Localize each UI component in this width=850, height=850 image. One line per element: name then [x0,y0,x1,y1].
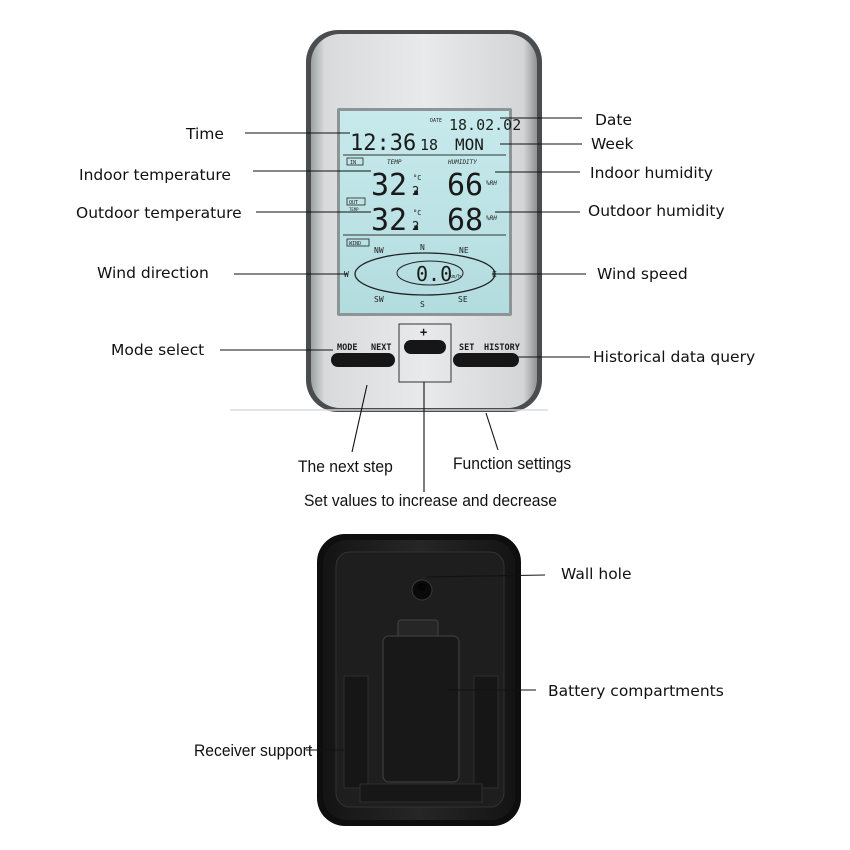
lcd-outdoor-temp-decimal: 2 [412,219,419,233]
leader-wall-hole [426,574,546,578]
label-battery-compartments: Battery compartments [548,682,724,700]
receiver-support-left [343,675,369,789]
wall-hole-slot [418,583,426,591]
label-week: Week [591,135,634,153]
label-indoor-temperature: Indoor temperature [79,166,231,184]
compass-ne: NE [459,246,469,255]
label-function-settings: Function settings [453,454,572,473]
lcd-indoor-humidity-unit: %RH [486,180,497,187]
label-time: Time [186,125,224,143]
label-set-values: Set values to increase and decrease [304,491,558,510]
set-button-label: SET [459,343,474,353]
device-back [317,534,521,826]
label-date: Date [595,111,633,129]
compass-sw: SW [374,295,384,304]
label-receiver-support: Receiver support [194,741,313,760]
out-tag: OUT [349,200,358,206]
receiver-support-right [473,675,499,789]
set-history-button[interactable] [453,353,519,367]
label-wind-speed: Wind speed [597,265,688,283]
label-outdoor-humidity: Outdoor humidity [588,202,725,220]
receiver-support-base [359,783,483,803]
date-tag: DATE [430,118,442,124]
lcd-outdoor-temp: 32. [371,203,425,238]
lcd-wind-unit: km/h [449,274,461,280]
compass-s: S [420,300,425,309]
label-mode-select: Mode select [111,341,205,359]
label-the-next-step: The next step [298,457,393,476]
lcd-outdoor-temp-unit: °C [413,209,421,217]
lcd-weekday: MON [455,135,484,154]
battery-compartment [382,635,460,783]
lcd-indoor-temp-decimal: 2 [412,184,419,198]
mode-button-label: MODE [337,343,357,353]
mode-next-button[interactable] [331,353,395,367]
lcd-outdoor-humidity-unit: %RH [486,215,497,222]
label-wall-hole: Wall hole [561,565,632,583]
lcd-outdoor-humidity: 68 [447,203,483,238]
lcd-time: 12:36 [350,131,416,156]
leader-function-settings [485,412,499,451]
lcd-seconds: 18 [420,136,438,154]
compass-n: N [420,243,425,252]
plus-button-label: + [420,325,427,339]
lcd-indoor-temp: 32. [371,168,425,203]
wind-tag: WIND [349,241,361,247]
label-wind-direction: Wind direction [97,264,209,282]
in-tag: IN [350,160,356,166]
out-tag-box [346,197,366,206]
speed-ring [396,260,464,286]
humidity-header: HUMIDITY [447,159,477,166]
lcd-indoor-humidity: 66 [447,168,483,203]
next-button-label: NEXT [371,343,391,353]
device-front: DATE 18.02.02 12:36 18 MON IN TEMP HUMID… [230,30,548,412]
temp-header: TEMP [387,159,402,166]
wind-tag-box [346,238,370,247]
compass-nw: NW [374,246,384,255]
history-button-label: HISTORY [484,343,521,353]
plus-button[interactable] [404,340,446,354]
label-outdoor-temperature: Outdoor temperature [76,204,242,222]
leader-lines [220,117,590,751]
leader-next-step [351,384,368,453]
lcd-date: 18.02.02 [449,116,521,134]
compass-se: SE [458,295,468,304]
plus-button-callout [398,323,452,383]
label-indoor-humidity: Indoor humidity [590,164,713,182]
label-historical-data-query: Historical data query [593,348,756,366]
lcd-indoor-temp-unit: °C [413,174,421,182]
in-tag-box [346,157,364,166]
lcd-wind-speed: 0.0 [416,262,452,286]
out-temp-sub: TEMP [349,207,359,212]
